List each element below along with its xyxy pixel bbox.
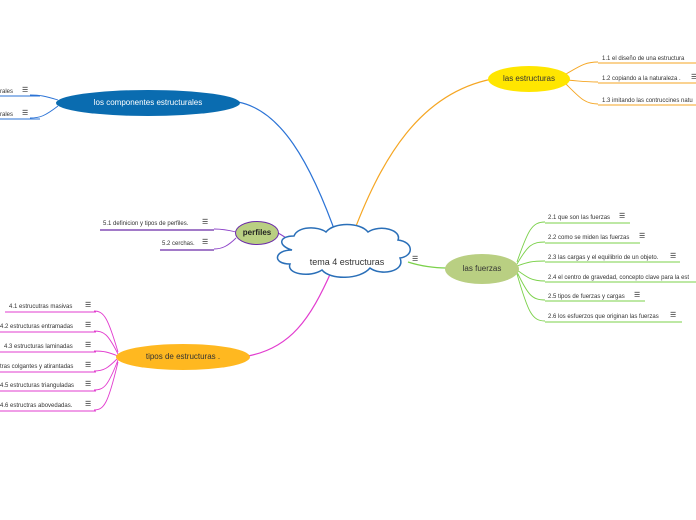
tipos-item-4[interactable]: tras colgantes y atirantadas bbox=[0, 364, 74, 370]
topic-componentes-bubble[interactable] bbox=[56, 90, 240, 116]
tipos-item-1[interactable]: 4.1 estrucutras masivas bbox=[9, 304, 73, 310]
fuerzas-item-4[interactable]: 2.4 el centro de gravedad, concepto clav… bbox=[548, 275, 690, 281]
estructuras-item-1[interactable]: 1.1 el diseño de una estructura bbox=[602, 56, 685, 62]
tipos-item-1-menu-icon[interactable]: ☰ bbox=[85, 302, 92, 309]
fuerzas-item-5-menu-icon[interactable]: ☰ bbox=[634, 292, 641, 299]
branch-estructuras-1 bbox=[565, 61, 599, 75]
topic-fuerzas-label: las fuerzas bbox=[462, 264, 502, 273]
fuerzas-item-6[interactable]: 2.6 los esfuerzos que originan las fuerz… bbox=[548, 314, 659, 320]
central-topic-cloud[interactable] bbox=[276, 223, 411, 278]
tipos-item-3-menu-icon[interactable]: ☰ bbox=[85, 342, 92, 349]
tipos-item-2-menu-icon[interactable]: ☰ bbox=[85, 322, 92, 329]
perfiles-item-1[interactable]: 5.1 definicion y tipos de perfiles. bbox=[103, 221, 189, 227]
componentes-item-1-menu-icon[interactable]: ☰ bbox=[22, 87, 29, 94]
fuerzas-item-2-menu-icon[interactable]: ☰ bbox=[639, 233, 646, 240]
componentes-item-2[interactable]: rales bbox=[0, 112, 14, 118]
central-menu-icon[interactable]: ☰ bbox=[412, 256, 419, 263]
branch-fuerzas-5 bbox=[516, 271, 546, 301]
tipos-item-3[interactable]: 4.3 estructuras laminadas bbox=[4, 344, 73, 350]
fuerzas-item-5[interactable]: 2.5 tipos de fuerzas y cargas bbox=[548, 294, 625, 300]
tipos-item-5[interactable]: 4.5 estructuras trianguladas bbox=[0, 383, 75, 389]
tipos-item-5-menu-icon[interactable]: ☰ bbox=[85, 381, 92, 388]
componentes-item-1[interactable]: rales bbox=[0, 89, 14, 95]
estructuras-item-2[interactable]: 1.2 copiando a la naturaleza . bbox=[602, 76, 681, 82]
branch-tipos-1 bbox=[93, 310, 119, 353]
topic-estructuras-bubble[interactable] bbox=[488, 66, 570, 92]
branch-tipos-4 bbox=[93, 357, 119, 372]
branch-tipos-2 bbox=[93, 330, 119, 355]
estructuras-item-2-menu-icon[interactable]: ☰ bbox=[691, 74, 696, 81]
branch-fuerzas-3 bbox=[516, 260, 546, 267]
fuerzas-item-3[interactable]: 2.3 las cargas y el equilibrio de un obj… bbox=[548, 255, 659, 261]
branch-perfiles-2 bbox=[213, 237, 237, 250]
fuerzas-item-1[interactable]: 2.1 que son las fuerzas bbox=[548, 215, 611, 221]
branch-componentes-2 bbox=[29, 105, 59, 119]
connector-estructuras bbox=[349, 77, 499, 243]
topic-fuerzas-bubble[interactable] bbox=[445, 254, 519, 284]
branch-fuerzas-6 bbox=[516, 273, 546, 322]
topic-tipos-label: tipos de estructuras . bbox=[145, 352, 221, 361]
branch-fuerzas-2 bbox=[516, 241, 546, 265]
tipos-item-6-menu-icon[interactable]: ☰ bbox=[85, 401, 92, 408]
fuerzas-item-3-menu-icon[interactable]: ☰ bbox=[670, 253, 677, 260]
tipos-item-6[interactable]: 4.6 estructras abovedadas. bbox=[0, 403, 73, 409]
componentes-item-2-menu-icon[interactable]: ☰ bbox=[22, 110, 29, 117]
branch-estructuras-3 bbox=[565, 83, 599, 105]
topic-perfiles-label: perfiles bbox=[242, 228, 272, 237]
branch-perfiles-1 bbox=[213, 228, 237, 233]
topic-tipos-bubble[interactable] bbox=[116, 344, 250, 370]
central-topic-label: tema 4 estructuras bbox=[309, 257, 385, 267]
branch-fuerzas-1 bbox=[516, 221, 546, 263]
perfiles-item-2-menu-icon[interactable]: ☰ bbox=[202, 239, 209, 246]
tipos-item-4-menu-icon[interactable]: ☰ bbox=[85, 362, 92, 369]
topic-estructuras-label: las estructuras bbox=[502, 74, 556, 83]
connector-componentes bbox=[237, 101, 339, 241]
tipos-item-2[interactable]: 4.2 estructuras entramadas bbox=[0, 324, 74, 330]
topic-componentes-label: los componentes estructurales bbox=[93, 98, 203, 107]
estructuras-item-3[interactable]: 1.3 imitando las contruccines natu bbox=[602, 98, 693, 104]
branch-componentes-1 bbox=[29, 94, 59, 101]
perfiles-item-1-menu-icon[interactable]: ☰ bbox=[202, 219, 209, 226]
branch-tipos-6 bbox=[93, 361, 119, 411]
topic-perfiles-bubble[interactable] bbox=[235, 221, 279, 245]
branch-estructuras-2 bbox=[565, 79, 599, 83]
branch-tipos-3 bbox=[93, 350, 119, 357]
branch-tipos-5 bbox=[93, 359, 119, 391]
fuerzas-item-6-menu-icon[interactable]: ☰ bbox=[670, 312, 677, 319]
perfiles-item-2[interactable]: 5.2 cerchas. bbox=[162, 241, 195, 247]
fuerzas-item-2[interactable]: 2.2 como se miden las fuerzas bbox=[548, 235, 630, 241]
fuerzas-item-1-menu-icon[interactable]: ☰ bbox=[619, 213, 626, 220]
connector-fuerzas bbox=[407, 261, 447, 269]
connector-tipos bbox=[247, 269, 333, 357]
branch-fuerzas-4 bbox=[516, 269, 546, 282]
